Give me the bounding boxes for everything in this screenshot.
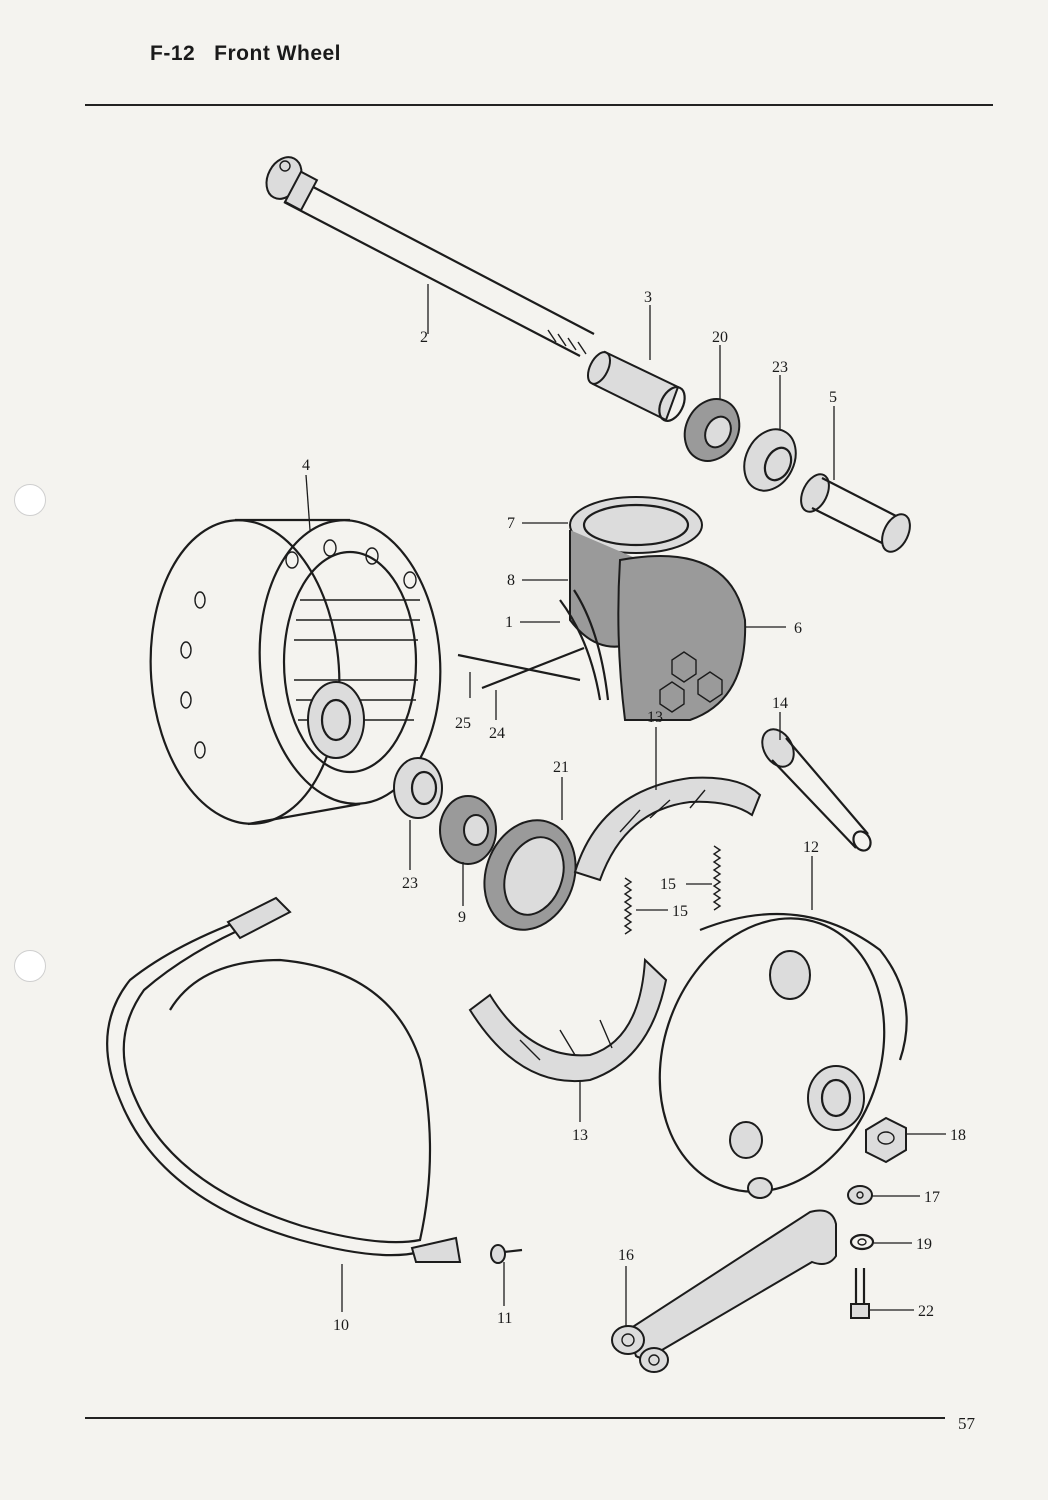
bearing-retainer xyxy=(439,795,497,865)
page-number: 57 xyxy=(958,1414,975,1433)
distance-collar xyxy=(587,350,686,422)
punch-hole xyxy=(14,484,46,516)
top-rule xyxy=(85,104,993,106)
callout-6: 6 xyxy=(794,620,802,637)
callout-16: 16 xyxy=(618,1247,634,1264)
callout-15-left: 15 xyxy=(672,903,688,920)
callout-20: 20 xyxy=(712,329,728,346)
callout-9: 9 xyxy=(458,909,466,926)
callout-14: 14 xyxy=(772,695,788,712)
tire-and-tube xyxy=(559,496,747,721)
callout-19: 19 xyxy=(916,1236,932,1253)
oil-seal xyxy=(683,398,741,462)
leader-lines xyxy=(305,284,946,1326)
callout-23-lower: 23 xyxy=(402,875,418,892)
plain-washer xyxy=(849,1233,875,1251)
callout-2: 2 xyxy=(420,329,428,346)
spokes xyxy=(457,646,585,690)
callout-8: 8 xyxy=(507,572,515,589)
callout-11: 11 xyxy=(497,1310,512,1327)
dust-seal xyxy=(483,819,577,931)
bottom-rule xyxy=(85,1417,945,1419)
brake-arm xyxy=(611,1209,837,1373)
callout-17: 17 xyxy=(924,1189,940,1206)
speedometer-cable xyxy=(106,896,462,1263)
callout-13-lower: 13 xyxy=(572,1127,588,1144)
front-axle xyxy=(265,156,595,357)
brake-shoe-lower xyxy=(468,957,668,1083)
callout-18: 18 xyxy=(950,1127,966,1144)
wheel-hub xyxy=(149,518,442,826)
callout-1: 1 xyxy=(505,614,513,631)
axle-sleeve xyxy=(800,473,911,553)
callout-7: 7 xyxy=(507,515,515,532)
callout-10: 10 xyxy=(333,1317,349,1334)
callout-15-right: 15 xyxy=(660,876,676,893)
callout-labels: 2 3 20 23 5 4 7 8 1 6 25 24 13 14 21 23 … xyxy=(302,289,966,1334)
brake-panel xyxy=(658,912,908,1199)
callout-12: 12 xyxy=(803,839,819,856)
brake-cam xyxy=(761,728,872,852)
ball-bearing-left xyxy=(393,757,443,819)
ball-bearing-right xyxy=(743,428,797,492)
brake-shoe-upper xyxy=(573,776,762,882)
callout-23-upper: 23 xyxy=(772,359,788,376)
cam-washer xyxy=(847,1185,873,1205)
callout-21: 21 xyxy=(553,759,569,776)
callout-3: 3 xyxy=(644,289,652,306)
callout-13-upper: 13 xyxy=(647,709,663,726)
callout-5: 5 xyxy=(829,389,837,406)
page-title: F-12 Front Wheel xyxy=(150,42,342,65)
callout-4: 4 xyxy=(302,457,310,474)
speedometer-drive-pin xyxy=(490,1244,523,1264)
axle-nut xyxy=(865,1116,907,1164)
callout-22: 22 xyxy=(918,1303,934,1320)
callout-25: 25 xyxy=(455,715,471,732)
callout-24: 24 xyxy=(489,725,505,742)
lever-bolt xyxy=(850,1268,870,1319)
punch-hole xyxy=(14,950,46,982)
brake-shoe-springs xyxy=(623,845,722,935)
